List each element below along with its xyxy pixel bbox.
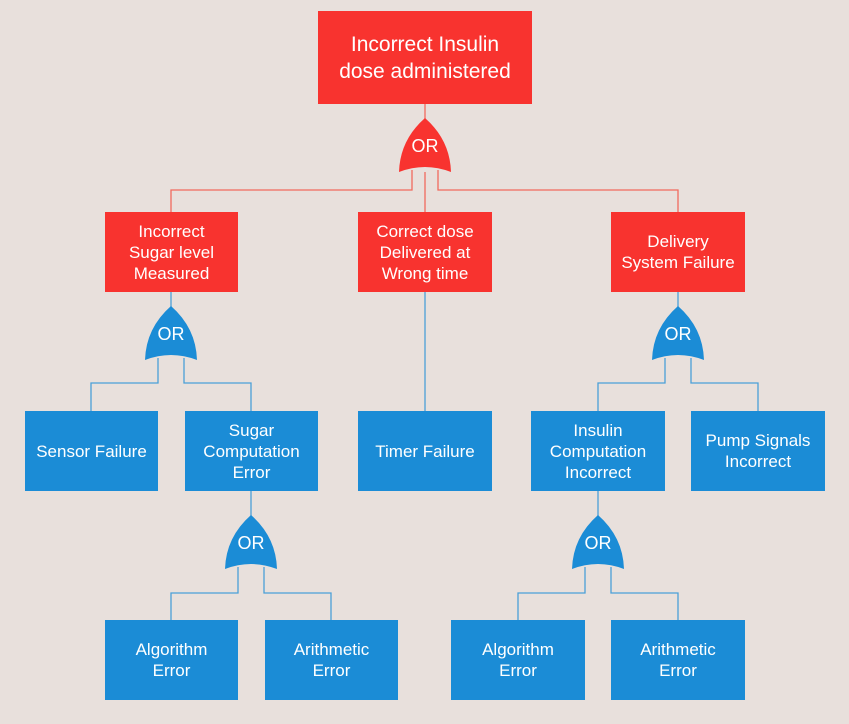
- event-incorrect-insulin-dose: Incorrect Insulin dose administered: [318, 11, 532, 104]
- blue-connectors: [90, 292, 759, 620]
- or-gate-insulin-comp-label: OR: [585, 533, 612, 553]
- event-timer-failure: Timer Failure: [358, 411, 492, 491]
- event-algorithm-error-2: Algorithm Error: [451, 620, 585, 700]
- or-gate-top-label: OR: [412, 136, 439, 156]
- or-gate-delivery-label: OR: [665, 324, 692, 344]
- or-gate-sugar-label: OR: [158, 324, 185, 344]
- or-gate-top: OR: [399, 118, 451, 172]
- event-correct-dose-wrong-time: Correct dose Delivered at Wrong time: [358, 212, 492, 292]
- or-gate-sugar-comp: OR: [225, 515, 277, 569]
- or-gate-delivery: OR: [652, 306, 704, 360]
- or-gate-sugar: OR: [145, 306, 197, 360]
- event-arithmetic-error-2: Arithmetic Error: [611, 620, 745, 700]
- event-sugar-computation-error: Sugar Computation Error: [185, 411, 318, 491]
- event-algorithm-error-1: Algorithm Error: [105, 620, 238, 700]
- or-gate-sugar-comp-label: OR: [238, 533, 265, 553]
- event-insulin-computation-incorrect: Insulin Computation Incorrect: [531, 411, 665, 491]
- event-arithmetic-error-1: Arithmetic Error: [265, 620, 398, 700]
- event-sensor-failure: Sensor Failure: [25, 411, 158, 491]
- or-gate-insulin-comp: OR: [572, 515, 624, 569]
- event-delivery-system-failure: Delivery System Failure: [611, 212, 745, 292]
- event-pump-signals-incorrect: Pump Signals Incorrect: [691, 411, 825, 491]
- event-incorrect-sugar-level: Incorrect Sugar level Measured: [105, 212, 238, 292]
